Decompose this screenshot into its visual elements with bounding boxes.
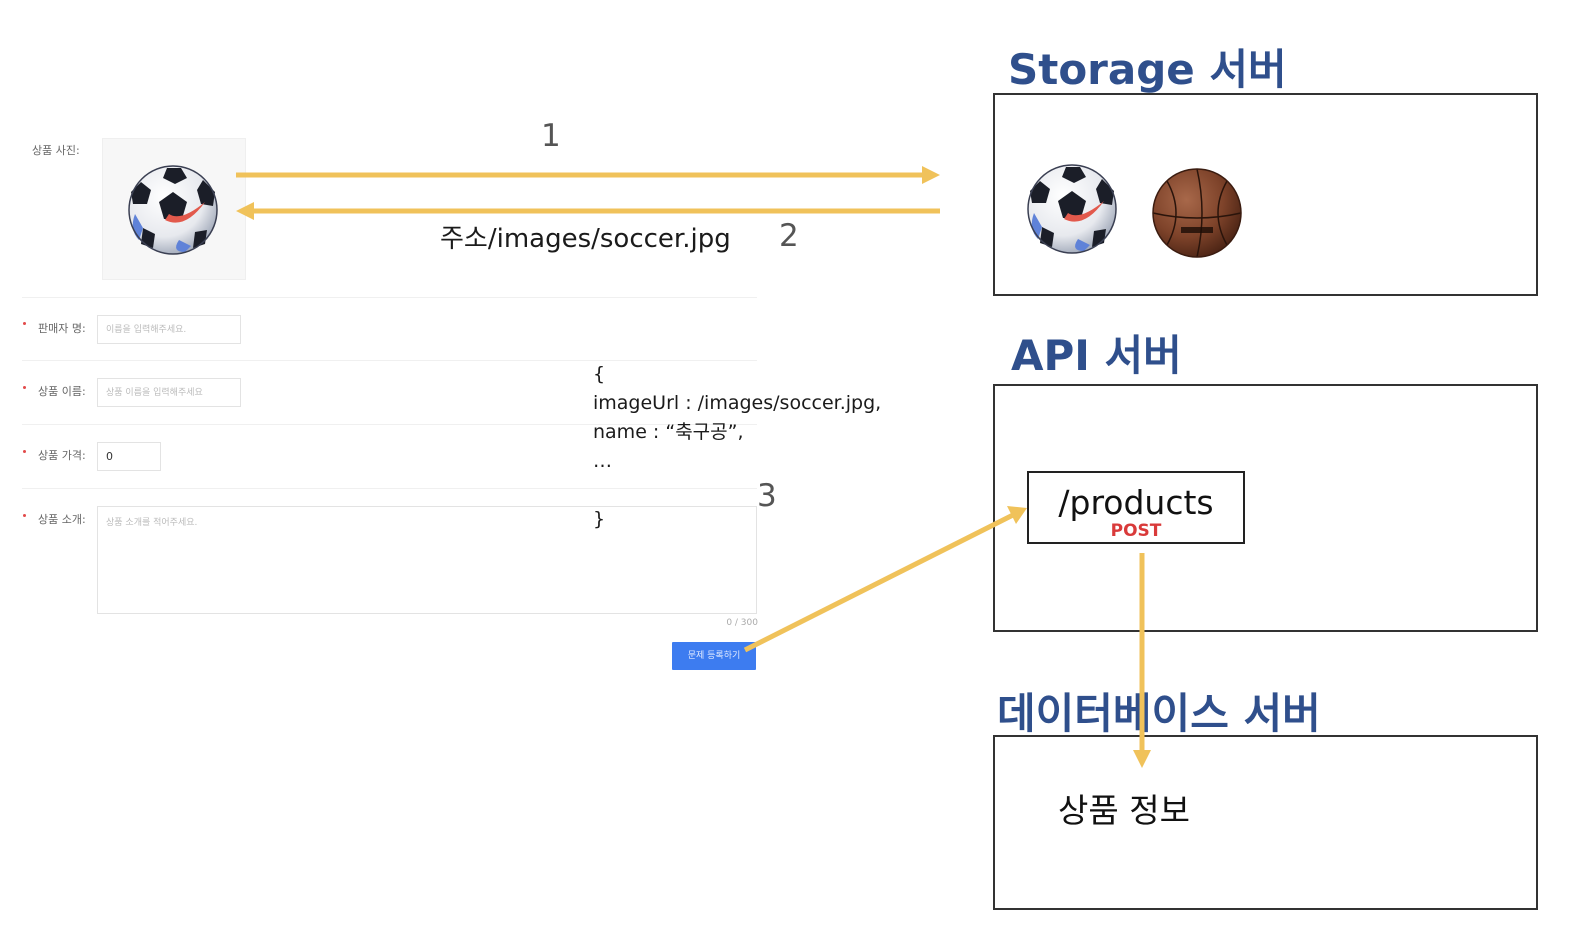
storage-server-title: Storage 서버 (1008, 45, 1287, 94)
endpoint-method: POST (1110, 521, 1162, 541)
name-label: 상품 이름: (38, 385, 86, 398)
endpoint-path: /products (1058, 483, 1214, 522)
form-divider (22, 424, 757, 425)
price-label: 상품 가격: (38, 449, 86, 462)
api-server-title: API 서버 (1011, 331, 1182, 380)
db-product-info: 상품 정보 (1058, 791, 1190, 830)
soccer-ball-icon (1027, 164, 1117, 254)
basketball-icon (1152, 168, 1242, 258)
soccer-ball-icon (128, 165, 218, 255)
required-mark (23, 450, 26, 453)
char-count: 0 / 300 (726, 618, 758, 628)
products-endpoint: /products POST (1027, 471, 1245, 544)
arrow-upload (236, 166, 940, 184)
db-server-box (993, 735, 1538, 910)
form-divider (22, 297, 757, 298)
step-1-label: 1 (541, 118, 561, 154)
arrow-post-request (743, 506, 1027, 653)
product-name-input[interactable]: 상품 이름을 입력해주세요 (97, 378, 241, 407)
required-mark (23, 514, 26, 517)
arrow-address-return (236, 202, 940, 220)
required-mark (23, 386, 26, 389)
submit-button[interactable]: 문제 등록하기 (672, 642, 756, 670)
form-divider (22, 360, 757, 361)
seller-label: 판매자 명: (38, 322, 86, 335)
step-2-label: 2 (779, 218, 799, 254)
image-address-label: 주소/images/soccer.jpg (440, 224, 731, 254)
request-payload: { imageUrl : /images/soccer.jpg, name : … (593, 363, 882, 530)
photo-label: 상품 사진: (32, 144, 80, 157)
description-textarea[interactable]: 상품 소개를 적어주세요. (97, 506, 757, 614)
form-divider (22, 488, 757, 489)
arrow-db-save (1133, 553, 1151, 768)
price-input[interactable]: 0 (97, 442, 161, 471)
seller-input[interactable]: 이름을 입력해주세요. (97, 315, 241, 344)
required-mark (23, 322, 26, 325)
db-server-title: 데이터베이스 서버 (997, 689, 1321, 738)
description-label: 상품 소개: (38, 513, 86, 526)
step-3-label: 3 (757, 478, 777, 514)
